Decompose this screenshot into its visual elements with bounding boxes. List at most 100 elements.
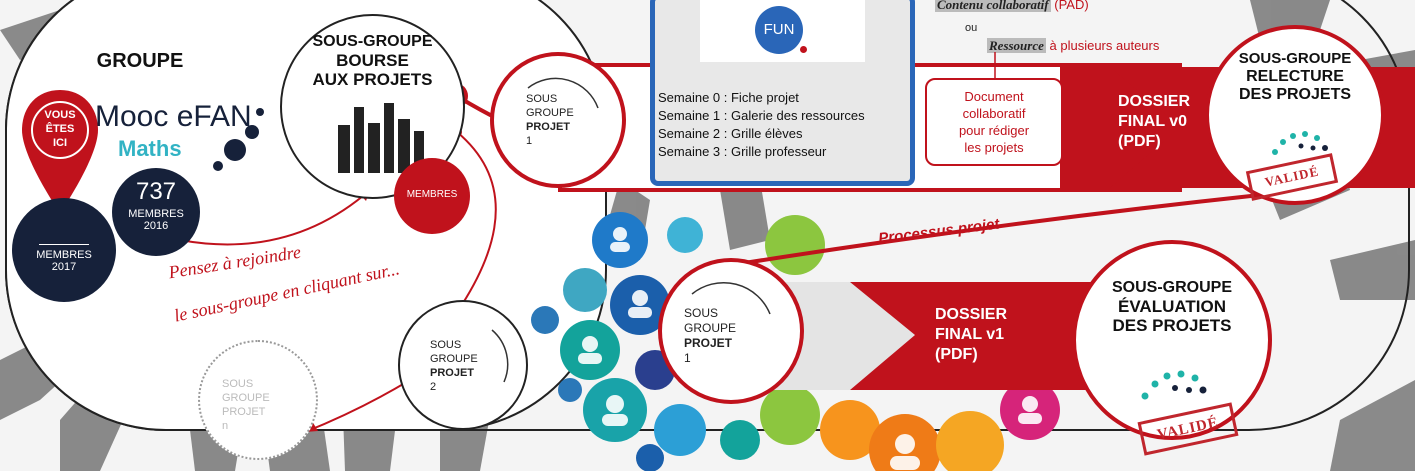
- etes-text: ÊTES: [45, 123, 75, 135]
- dossier-v1-line1: DOSSIER: [935, 306, 1008, 323]
- projet1-bottom-label: SOUS GROUPE PROJET 1: [684, 306, 736, 366]
- projet1-bottom-line2: GROUPE: [684, 321, 737, 335]
- projetn-line3: PROJET: [222, 406, 266, 418]
- evaluation-line3: DES PROJETS: [1112, 316, 1232, 335]
- dossier-v0-line3: (PDF): [1118, 133, 1161, 150]
- mooc-logo-line2: Maths: [118, 136, 182, 161]
- bubble: [765, 215, 825, 275]
- document-text: Document collaboratif pour rédiger les p…: [925, 88, 1063, 156]
- bourse-title-line2: BOURSE: [336, 51, 409, 70]
- projetn-line2: GROUPE: [222, 392, 270, 404]
- bourse-membres-label: MEMBRES: [406, 189, 458, 200]
- bubble: [636, 444, 664, 471]
- dossier-v0-line2: FINAL v0: [1118, 113, 1188, 130]
- location-pin-icon: [22, 90, 98, 213]
- hand-shape: [1330, 380, 1415, 471]
- dossier-v0-line1: DOSSIER: [1118, 93, 1191, 110]
- membres-2016-text: 737 MEMBRES 2016: [112, 178, 200, 232]
- contenu-line1: Contenu collaboratif (PAD): [935, 0, 1089, 13]
- bubble: [654, 404, 706, 456]
- hand-shape: [720, 180, 770, 250]
- evaluation-dots-icon: [1141, 370, 1207, 400]
- projet2-label: SOUS GROUPE PROJET 2: [430, 338, 478, 394]
- projetn-line4: n: [222, 420, 229, 432]
- membres-2017-text: MEMBRES 2017: [12, 222, 116, 273]
- contenu-line2: Ressource à plusieurs auteurs: [987, 38, 1159, 54]
- projetn-line1: SOUS: [222, 378, 254, 390]
- bubble: [563, 268, 607, 312]
- bourse-title-line1: SOUS-GROUPE: [312, 33, 433, 50]
- relecture-line2: RELECTURE: [1246, 68, 1344, 85]
- projet1-top-line3: PROJET: [526, 121, 571, 133]
- evaluation-circle[interactable]: [1072, 240, 1272, 440]
- vous-text: VOUS: [44, 109, 76, 121]
- projetn-label: SOUS GROUPE PROJET n: [222, 377, 270, 433]
- relecture-circle[interactable]: [1205, 25, 1385, 205]
- semaine-0: Semaine 0 : Fiche projet: [658, 90, 799, 105]
- semaine-1: Semaine 1 : Galerie des ressources: [658, 108, 865, 123]
- groupe-title: GROUPE: [96, 50, 184, 72]
- membres-2017-year: 2017: [51, 261, 77, 273]
- bubble: [667, 217, 703, 253]
- semaine-3: Semaine 3 : Grille professeur: [658, 144, 827, 159]
- raised-hands-icon: [338, 103, 424, 173]
- relecture-line3: DES PROJETS: [1238, 86, 1352, 103]
- projet1-bottom-circle[interactable]: [658, 258, 804, 404]
- document-line2: collaboratif: [962, 106, 1026, 121]
- bubble: [936, 411, 1004, 471]
- evaluation-title: SOUS-GROUPE ÉVALUATION DES PROJETS: [1082, 278, 1262, 335]
- fun-logo-circle: [755, 6, 803, 54]
- mooc-logo-line1: Mooc eFAN: [95, 100, 252, 133]
- bubble: [820, 400, 880, 460]
- membres-2016-circle: [112, 168, 200, 256]
- document-line1: Document: [964, 89, 1024, 104]
- dossier-v0-text: DOSSIER FINAL v0 (PDF): [1118, 92, 1190, 152]
- membres-2016-count: 737: [135, 178, 177, 205]
- projet1-bottom-line3: PROJET: [684, 336, 733, 350]
- bourse-title: SOUS-GROUPE BOURSE AUX PROJETS: [290, 32, 455, 89]
- projet2-circle[interactable]: [398, 300, 528, 430]
- projet1-bottom-line1: SOUS: [684, 306, 719, 320]
- contenu-ou: ou: [965, 22, 978, 34]
- evaluation-line2: ÉVALUATION: [1118, 297, 1226, 316]
- bourse-title-line3: AUX PROJETS: [312, 70, 433, 89]
- projet2-line1: SOUS: [430, 339, 462, 351]
- dossier-v1-text: DOSSIER FINAL v1 (PDF): [935, 305, 1007, 365]
- projet2-line2: GROUPE: [430, 353, 478, 365]
- projet2-arc: [491, 329, 509, 383]
- semaines-list: Semaine 0 : Fiche projet Semaine 1 : Gal…: [658, 89, 865, 161]
- relecture-line1: SOUS-GROUPE: [1238, 50, 1352, 67]
- membres-2017-label: MEMBRES: [36, 249, 92, 261]
- projet1-top-circle[interactable]: [490, 52, 626, 188]
- vous-etes-ici-label: VOUS ÊTES ICI: [30, 108, 90, 150]
- logo-dots-icon: [213, 108, 264, 171]
- projet1-top-line4: 1: [526, 135, 533, 147]
- projetn-circle[interactable]: [198, 340, 318, 460]
- relecture-dots-icon: [1272, 131, 1328, 155]
- membres-2017-circle: [12, 198, 116, 302]
- membres-2016-label: MEMBRES: [128, 208, 184, 220]
- bourse-membres-circle: [394, 158, 470, 234]
- document-box[interactable]: [925, 78, 1063, 166]
- contenu-connector: [994, 52, 996, 80]
- membres-2017-count: [39, 222, 89, 245]
- semaine-2: Semaine 2 : Grille élèves: [658, 126, 803, 141]
- projet1-bottom-line4: 1: [684, 351, 691, 365]
- projet1-top-label: SOUS GROUPE PROJET 1: [526, 92, 574, 148]
- projet1-top-arc: [527, 77, 599, 109]
- hand-shape: [1330, 240, 1415, 300]
- bubble: [558, 378, 582, 402]
- relecture-title: SOUS-GROUPE RELECTURE DES PROJETS: [1215, 50, 1375, 104]
- dossier-v1-line3: (PDF): [935, 346, 978, 363]
- fun-logo-dot: [800, 46, 807, 53]
- projet2-line4: 2: [430, 381, 437, 393]
- fun-logo-text: FUN: [763, 21, 795, 38]
- projet2-line3: PROJET: [430, 367, 475, 379]
- contenu-pad: (PAD): [1054, 0, 1089, 12]
- dossier-v1-line2: FINAL v1: [935, 326, 1005, 343]
- document-line4: les projets: [964, 140, 1024, 155]
- ici-text: ICI: [52, 137, 68, 149]
- contenu-ressource: Ressource: [987, 38, 1046, 53]
- bubble: [760, 385, 820, 445]
